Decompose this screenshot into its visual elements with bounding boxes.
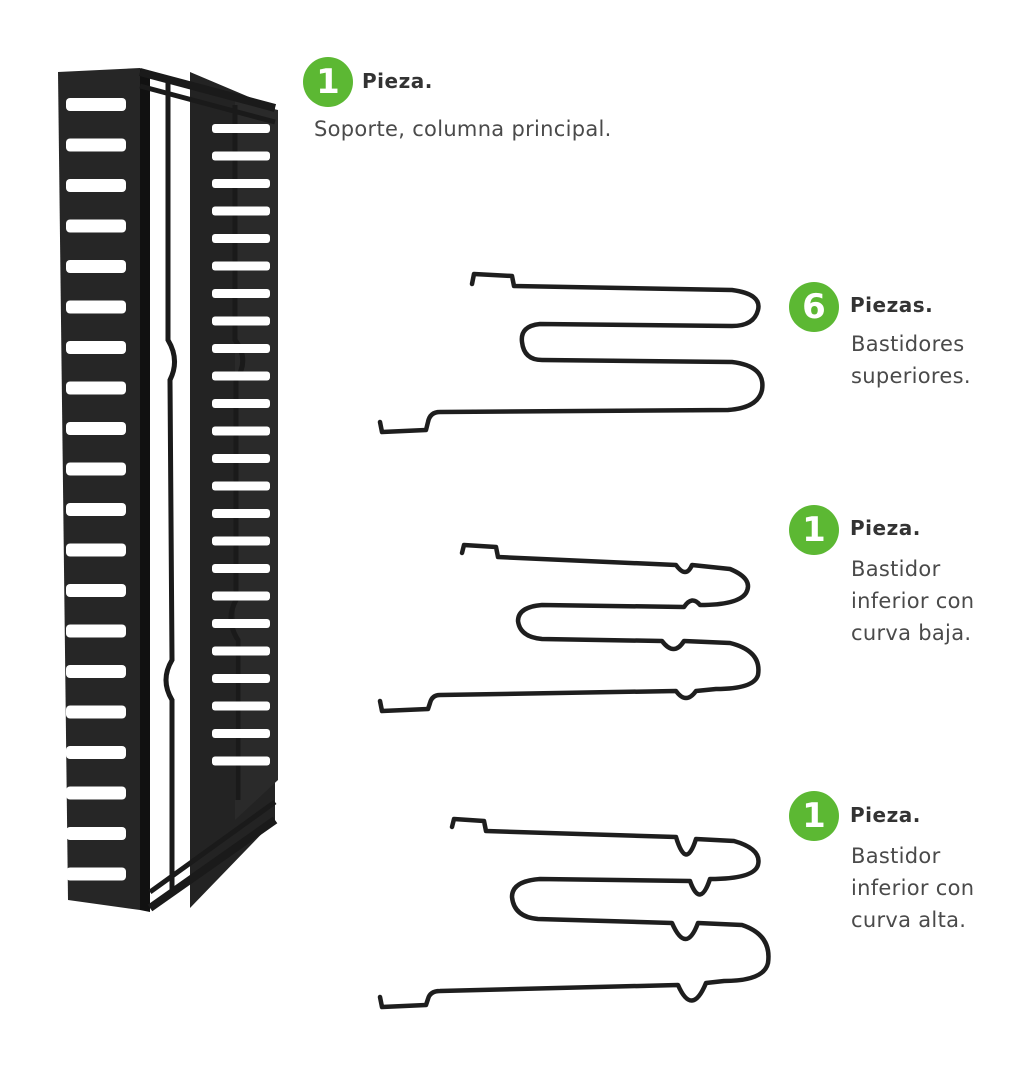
rack-side-slot bbox=[212, 756, 270, 766]
rack-slot bbox=[66, 584, 126, 597]
rack-side-slot bbox=[212, 399, 270, 408]
rack-side-slot bbox=[212, 426, 270, 436]
rack-side-slot bbox=[212, 619, 270, 628]
rack-side-slot bbox=[212, 701, 270, 711]
lower-frame-high-curve-icon bbox=[377, 816, 771, 1010]
rack-slot bbox=[66, 705, 126, 719]
count-badge: 1 bbox=[789, 791, 839, 841]
rack-side-slot bbox=[212, 151, 270, 161]
count-badge: 1 bbox=[789, 505, 839, 555]
part-description: Bastidores superiores. bbox=[851, 332, 971, 388]
quantity-label: Pieza. bbox=[850, 516, 921, 540]
lower-frame-low-curve-icon bbox=[377, 542, 761, 714]
rack-slot bbox=[66, 786, 126, 800]
rack-slot bbox=[66, 260, 126, 273]
main-column-rack-icon bbox=[58, 68, 278, 912]
rack-slot bbox=[66, 746, 126, 759]
rack-slot bbox=[66, 341, 126, 354]
rack-side-slot bbox=[212, 289, 270, 298]
rack-slot bbox=[66, 219, 126, 233]
quantity-label: Piezas. bbox=[850, 293, 934, 317]
rack-side-slot bbox=[212, 674, 270, 683]
rack-side-slot bbox=[212, 344, 270, 353]
rack-side-slot bbox=[212, 124, 270, 133]
rack-side-slot bbox=[212, 564, 270, 573]
rack-slot bbox=[66, 98, 126, 111]
part-description: Bastidor inferior con curva baja. bbox=[851, 557, 975, 645]
rack-slot bbox=[66, 381, 126, 395]
rack-side-slot bbox=[212, 234, 270, 243]
rack-side-slot bbox=[212, 454, 270, 463]
count-badge: 6 bbox=[789, 282, 839, 332]
rack-side-slot bbox=[212, 316, 270, 326]
rack-slot bbox=[66, 624, 126, 638]
rack-slot bbox=[66, 138, 126, 152]
rack-slot bbox=[66, 867, 126, 881]
count-badge: 1 bbox=[303, 57, 353, 107]
rack-side-slot bbox=[212, 729, 270, 738]
rack-side-slot bbox=[212, 261, 270, 271]
rack-side-slot bbox=[212, 509, 270, 518]
quantity-label: Pieza. bbox=[850, 803, 921, 827]
part-description: Bastidor inferior con curva alta. bbox=[851, 844, 975, 932]
rack-side-slot bbox=[212, 591, 270, 601]
rack-slot bbox=[66, 665, 126, 678]
rack-slot bbox=[66, 503, 126, 516]
upper-frame-icon bbox=[377, 271, 765, 435]
rack-slot bbox=[66, 543, 126, 557]
rack-side-slot bbox=[212, 481, 270, 491]
rack-slot bbox=[66, 462, 126, 476]
rack-slot bbox=[66, 422, 126, 435]
rack-side-slot bbox=[212, 536, 270, 546]
rack-side-slot bbox=[212, 371, 270, 381]
rack-slot bbox=[66, 179, 126, 192]
rack-side-slot bbox=[212, 646, 270, 656]
rack-side-slot bbox=[212, 179, 270, 188]
part-description: Soporte, columna principal. bbox=[314, 117, 612, 141]
quantity-label: Pieza. bbox=[362, 69, 433, 93]
rack-slot bbox=[66, 300, 126, 314]
rack-side-slot bbox=[212, 206, 270, 216]
rack-slot bbox=[66, 827, 126, 840]
